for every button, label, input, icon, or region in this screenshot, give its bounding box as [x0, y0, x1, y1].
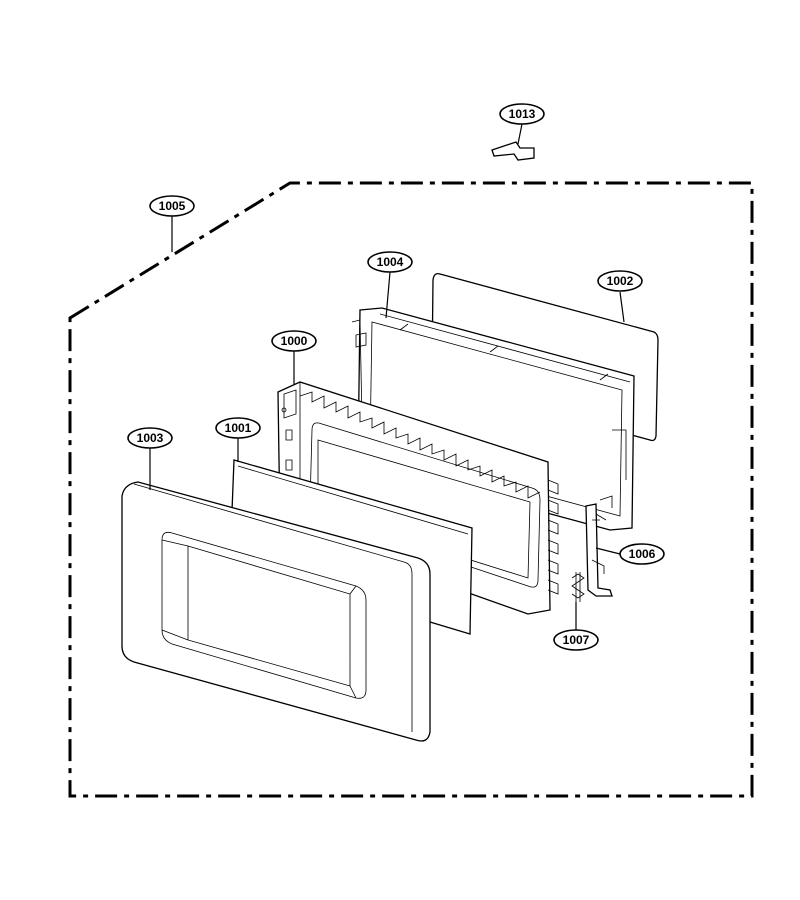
part-outer-door: [121, 481, 431, 742]
callout-1005: 1005: [149, 195, 195, 217]
callout-label: 1003: [137, 431, 164, 445]
callout-1006: 1006: [619, 543, 665, 565]
leader-lines: [149, 123, 625, 630]
callout-1003: 1003: [127, 427, 173, 449]
callout-label: 1001: [225, 421, 252, 435]
callout-1002: 1002: [597, 270, 643, 292]
callout-label: 1000: [281, 334, 308, 348]
assembly-boundary: [68, 181, 754, 798]
callout-1013: 1013: [499, 103, 545, 125]
callout-1000: 1000: [271, 330, 317, 352]
part-latch-bracket: [585, 503, 613, 597]
callout-label: 1007: [563, 633, 590, 647]
callout-label: 1002: [607, 274, 634, 288]
callout-1004: 1004: [367, 251, 413, 273]
callout-label: 1005: [159, 199, 186, 213]
callout-1007: 1007: [553, 629, 599, 651]
part-spring: [571, 572, 585, 602]
callout-label: 1004: [377, 255, 404, 269]
callout-label: 1013: [509, 107, 536, 121]
callout-label: 1006: [629, 547, 656, 561]
part-small-bracket: [491, 141, 535, 161]
callout-1001: 1001: [215, 417, 261, 439]
